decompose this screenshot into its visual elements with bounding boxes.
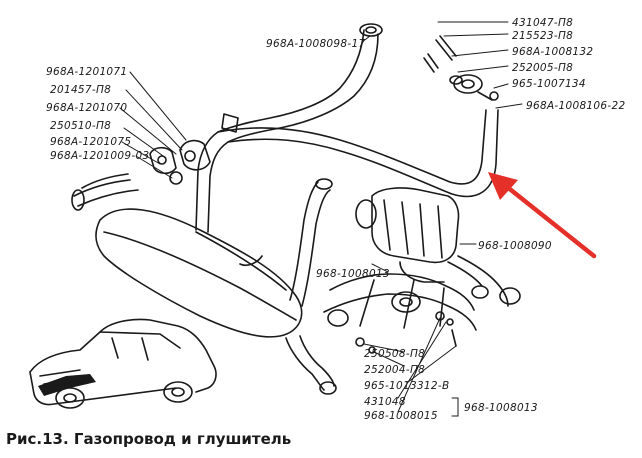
label-washer-b: 250508-П8 <box>364 348 426 360</box>
front-down-pipe <box>217 74 499 198</box>
label-washer-clamp: 250510-П8 <box>50 120 112 132</box>
figure-caption: Рис.13. Газопровод и глушитель <box>6 430 291 448</box>
label-clamp: 968A-1201071 <box>46 66 128 78</box>
label-bolt-clamp: 201457-П8 <box>50 84 112 96</box>
label-front-pipe: 968A-1008106-22 <box>526 100 626 112</box>
pipe-clamp <box>149 113 239 185</box>
caption-prefix: Рис. <box>6 430 43 448</box>
tail-pipes <box>71 173 139 211</box>
label-muffler: 968A-1201009-03 <box>50 150 150 162</box>
label-bracket: 968A-1201075 <box>50 136 132 148</box>
outlet-pipe <box>285 335 337 395</box>
label-washer-c: 252004-П8 <box>364 364 426 376</box>
car-exhaust-highlight <box>38 374 96 396</box>
caption-number: 13. <box>42 430 69 448</box>
muffler <box>95 208 303 338</box>
label-gasket-b: 431048 <box>364 396 406 408</box>
label-washer-a: 252005-П8 <box>512 62 574 74</box>
label-manifold-left: 968-1008013 <box>316 268 390 280</box>
label-manifold-top: 968-1008090 <box>478 240 552 252</box>
label-gasket-a: 968A-1008132 <box>512 46 594 58</box>
engine-block <box>355 187 460 283</box>
mid-pipe <box>289 178 333 307</box>
label-flange-upper-pipe: 968A-1008098-17 <box>266 38 366 50</box>
label-clamp-half: 968A-1201070 <box>46 102 128 114</box>
car-sketch <box>29 318 217 409</box>
label-stud: 965-1013312-В <box>364 380 450 392</box>
flange-bolts <box>423 35 499 101</box>
red-arrow-icon <box>488 172 597 259</box>
manifold-fasteners <box>355 311 457 354</box>
label-nut-a: 215523-П8 <box>512 30 574 42</box>
label-nut-b: 965-1007134 <box>512 78 586 90</box>
caption-text: Газопровод и глушитель <box>73 430 292 448</box>
label-gasket-c: 968-1008015 <box>364 410 438 422</box>
label-bolt: 431047-П8 <box>512 17 574 29</box>
label-manifold-group: 968-1008013 <box>464 402 538 414</box>
leader-lines <box>119 21 523 417</box>
exhaust-manifold <box>323 255 521 331</box>
